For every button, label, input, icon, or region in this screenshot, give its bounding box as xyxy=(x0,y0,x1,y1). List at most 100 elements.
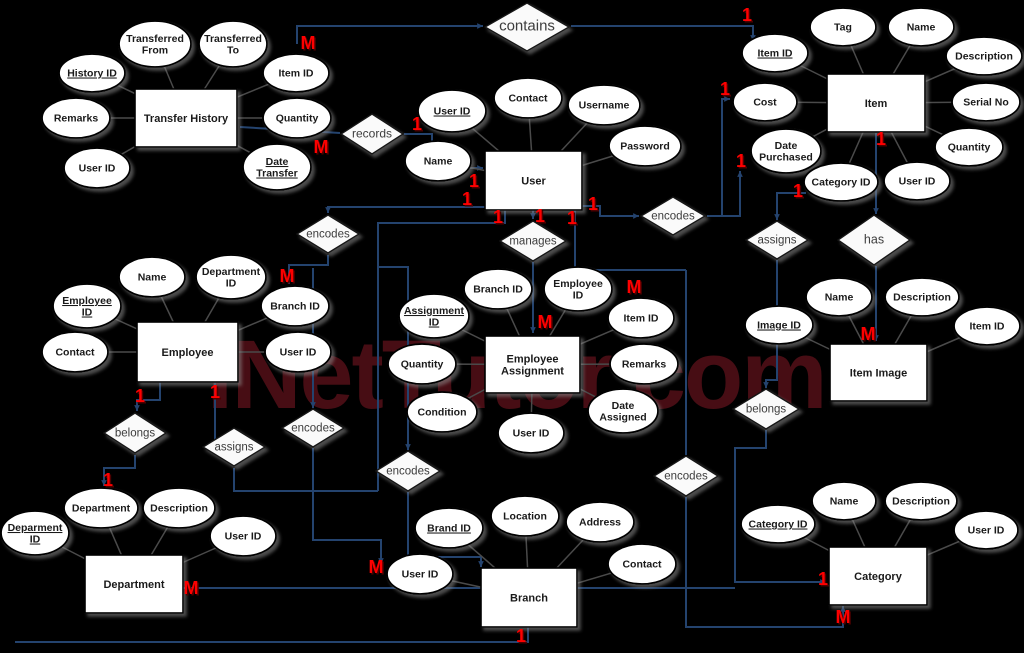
attribute-label: User ID xyxy=(225,531,262,543)
cardinality-label: M xyxy=(369,557,384,577)
entity-label-transfer-history: Transfer History xyxy=(144,113,229,125)
relationship-line xyxy=(377,210,506,491)
arrowhead-icon xyxy=(737,171,743,177)
attribute-label: Name xyxy=(830,496,859,508)
attribute-label: Brand ID xyxy=(427,523,471,535)
relationship-line xyxy=(776,192,806,220)
attribute-branch-address xyxy=(565,501,635,543)
attribute-label: Image ID xyxy=(757,320,801,332)
attribute-transfer-history-date-transfer xyxy=(242,143,312,191)
relationship-encodes-a xyxy=(295,214,361,254)
cardinality-label: 1 xyxy=(588,194,598,214)
relationship-label-belongs-l: belongs xyxy=(115,428,156,440)
arrowhead-icon xyxy=(820,579,826,585)
entity-transfer-history xyxy=(134,88,238,148)
attribute-employee-branch-id xyxy=(260,285,330,327)
attribute-label: Password xyxy=(620,141,670,153)
relationship-label-has: has xyxy=(864,233,884,247)
cardinality-label: 1 xyxy=(516,626,526,646)
attribute-transfer-history-remarks xyxy=(41,97,111,139)
attribute-item-image-image-id xyxy=(744,305,814,345)
attribute-item-serial-no xyxy=(951,82,1021,122)
arrowhead-icon xyxy=(478,561,484,567)
attribute-branch-location xyxy=(490,495,560,537)
arrowhead-icon xyxy=(134,405,140,411)
relationship-label-encodes-c: encodes xyxy=(291,423,335,435)
entity-label-department: Department xyxy=(103,579,164,591)
attribute-label: Name xyxy=(138,272,167,284)
arrowhead-icon xyxy=(530,213,536,219)
attribute-department-description xyxy=(142,487,216,529)
relationship-label-encodes-b: encodes xyxy=(651,211,695,223)
arrowhead-icon xyxy=(477,23,483,29)
cardinality-label: 1 xyxy=(736,151,746,171)
attribute-department-department xyxy=(63,487,139,529)
arrowhead-icon xyxy=(840,606,846,612)
relationship-line xyxy=(296,25,483,44)
attribute-label: User ID xyxy=(402,569,439,581)
attribute-label: Name xyxy=(424,156,453,168)
cardinality-label: 1 xyxy=(876,129,886,149)
entity-label-user: User xyxy=(521,176,546,188)
attribute-label: Department xyxy=(72,503,131,515)
relationship-encodes-e xyxy=(652,455,720,497)
attribute-label: Remarks xyxy=(622,359,667,371)
attribute-employee-assignment-remarks xyxy=(609,343,679,385)
entity-branch xyxy=(480,567,578,628)
cardinality-label: 1 xyxy=(720,79,730,99)
relationship-line xyxy=(378,266,409,450)
relationship-label-assigns-r: assigns xyxy=(758,235,797,247)
attribute-label: User ID xyxy=(280,347,317,359)
relationship-line xyxy=(312,448,382,564)
attribute-label: User ID xyxy=(513,428,550,440)
relationship-label-assigns-l: assigns xyxy=(215,442,254,454)
attribute-department-user-id xyxy=(209,515,277,557)
attribute-label: Item ID xyxy=(623,313,658,325)
arrowhead-icon xyxy=(724,96,730,102)
relationship-belongs-l xyxy=(102,412,168,454)
relationship-belongs-r xyxy=(731,388,801,430)
cardinality-label: 1 xyxy=(535,206,545,226)
attribute-label: User ID xyxy=(79,163,116,175)
cardinality-label: 1 xyxy=(469,171,479,191)
attribute-label: Name xyxy=(825,292,854,304)
entity-item xyxy=(826,73,926,133)
attribute-transfer-history-quantity xyxy=(262,97,332,139)
attribute-label: Item ID xyxy=(969,321,1004,333)
entity-label-branch: Branch xyxy=(510,593,548,605)
cardinality-label: 1 xyxy=(742,5,752,25)
relationship-line xyxy=(707,171,741,217)
entity-label-employee: Employee xyxy=(162,347,214,359)
attribute-label: Quantity xyxy=(276,113,319,125)
attribute-label: Quantity xyxy=(948,142,991,154)
attribute-label: User ID xyxy=(434,106,471,118)
attribute-employee-contact xyxy=(41,331,109,373)
attribute-employee-assignment-user-id xyxy=(497,412,565,454)
attribute-label: Condition xyxy=(418,407,467,419)
attribute-user-username xyxy=(567,84,641,126)
attribute-label: Location xyxy=(503,511,547,523)
arrowhead-icon xyxy=(530,327,536,333)
arrowhead-icon xyxy=(325,207,331,213)
relationship-label-manages: manages xyxy=(509,236,557,248)
attribute-employee-employee-id xyxy=(52,283,122,329)
attribute-label: Category ID xyxy=(812,177,871,189)
relationship-label-encodes-a: encodes xyxy=(306,229,350,241)
shapes-layer: Transfer HistoryUserItemEmployeeEmployee… xyxy=(0,2,1023,628)
attribute-label: Name xyxy=(907,22,936,34)
attribute-employee-assignment-assignment-id xyxy=(398,293,470,339)
cardinality-label: 1 xyxy=(103,470,113,490)
arrowhead-icon xyxy=(101,480,107,486)
attribute-label: Username xyxy=(579,100,630,112)
relationship-line xyxy=(15,627,529,643)
attribute-employee-assignment-condition xyxy=(406,391,478,433)
cardinality-label: 1 xyxy=(135,386,145,406)
cardinality-label: 1 xyxy=(210,382,220,402)
attribute-label: User ID xyxy=(968,525,1005,537)
attribute-item-tag xyxy=(809,7,877,47)
cardinality-label: 1 xyxy=(567,208,577,228)
attribute-label: Address xyxy=(579,517,621,529)
